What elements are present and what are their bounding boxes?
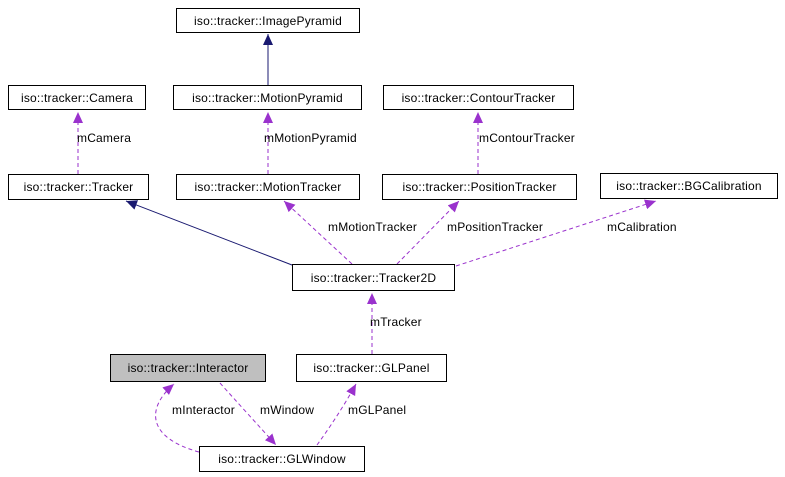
edge-label-mwindow: mWindow xyxy=(260,403,315,417)
edge-label-mtracker: mTracker xyxy=(370,315,422,329)
edge-label-mmotiontracker: mMotionTracker xyxy=(328,220,418,234)
edge-label-minteractor: mInteractor xyxy=(172,403,235,417)
node-glpanel[interactable]: iso::tracker::GLPanel xyxy=(296,354,447,382)
edge-mcalibration xyxy=(455,199,657,267)
edge-mmotiontracker xyxy=(283,200,353,265)
edge-label-mcamera: mCamera xyxy=(77,131,132,145)
node-bg-calibration[interactable]: iso::tracker::BGCalibration xyxy=(600,173,778,199)
node-tracker2d[interactable]: iso::tracker::Tracker2D xyxy=(292,264,455,291)
edge-mwindow xyxy=(219,382,277,446)
edge-label-mpositiontracker: mPositionTracker xyxy=(447,220,544,234)
node-tracker[interactable]: iso::tracker::Tracker xyxy=(8,174,149,200)
edge-mpositiontracker xyxy=(396,200,460,265)
node-position-tracker[interactable]: iso::tracker::PositionTracker xyxy=(382,174,577,200)
edge-tracker2d-tracker xyxy=(125,200,293,266)
node-interactor: iso::tracker::Interactor xyxy=(110,354,266,382)
edge-label-mcalibration: mCalibration xyxy=(607,220,677,234)
node-contour-tracker[interactable]: iso::tracker::ContourTracker xyxy=(383,85,574,110)
edge-minteractor xyxy=(155,383,200,453)
node-motion-pyramid[interactable]: iso::tracker::MotionPyramid xyxy=(173,85,362,110)
edge-label-mglpanel: mGLPanel xyxy=(348,403,407,417)
node-glwindow[interactable]: iso::tracker::GLWindow xyxy=(199,446,365,472)
node-image-pyramid[interactable]: iso::tracker::ImagePyramid xyxy=(176,8,360,33)
edge-label-mcontourtracker: mContourTracker xyxy=(479,131,575,145)
edge-label-mmotionpyramid: mMotionPyramid xyxy=(264,131,357,145)
node-motion-tracker[interactable]: iso::tracker::MotionTracker xyxy=(176,174,360,200)
edge-mglpanel xyxy=(316,383,357,446)
node-camera[interactable]: iso::tracker::Camera xyxy=(8,85,146,110)
